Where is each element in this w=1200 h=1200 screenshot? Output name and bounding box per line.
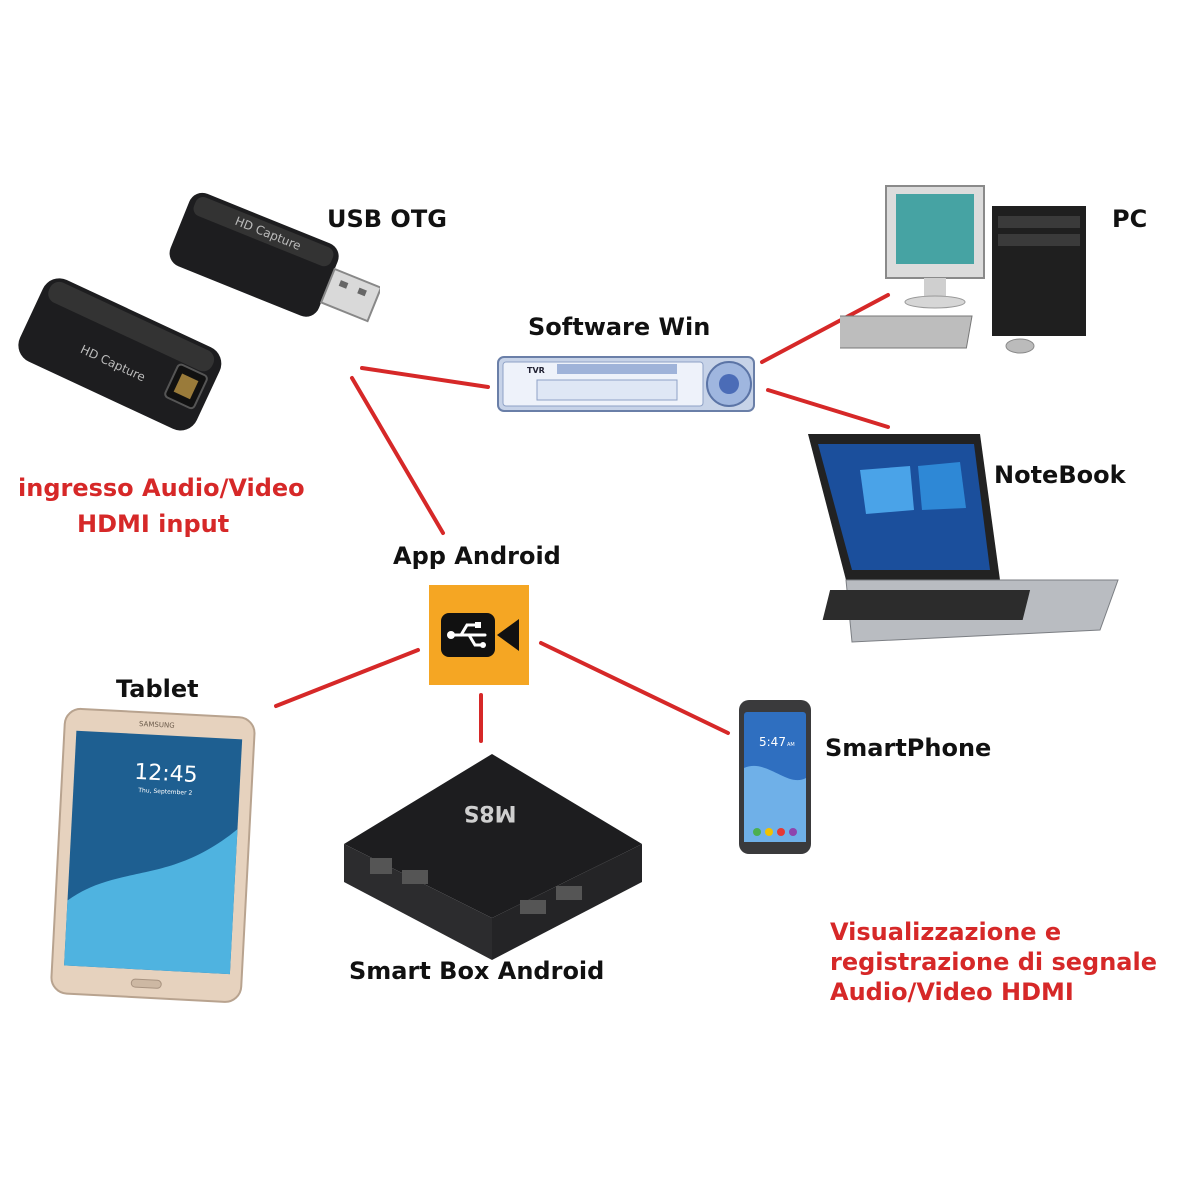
label-pc: PC: [1112, 205, 1148, 233]
label-software-win: Software Win: [528, 313, 711, 341]
pc-computer: [840, 185, 1086, 354]
label-smartphone: SmartPhone: [825, 734, 992, 762]
label-notebook: NoteBook: [994, 461, 1126, 489]
line-software-pc: [760, 293, 890, 364]
hdmi-capture-dongle: HD Capture: [18, 278, 222, 431]
line-dongle-app: [350, 376, 445, 535]
phone-time: 5:47: [759, 735, 786, 749]
box-brand: M8S: [463, 800, 516, 825]
notebook-laptop: [808, 434, 1119, 643]
tablet-date: Thu, September 2: [137, 787, 192, 797]
label-app-android: App Android: [393, 542, 561, 570]
label-usb-otg: USB OTG: [327, 205, 447, 233]
app-android-icon[interactable]: [429, 585, 529, 685]
tablet-time: 12:45: [134, 760, 199, 788]
usb-camera-icon: [441, 613, 519, 657]
tvr-text: TVR: [527, 366, 545, 375]
caption-line2: registrazione di segnale: [830, 948, 1157, 976]
label-smart-box: Smart Box Android: [349, 957, 605, 985]
tablet-brand: SAMSUNG: [139, 720, 175, 730]
smartphone-device: 5:47 AM: [739, 700, 811, 854]
caption-line1: Visualizzazione e: [830, 918, 1062, 946]
label-tablet: Tablet: [116, 675, 199, 703]
software-win-player: TVR: [497, 356, 755, 412]
usb-capture-dongle: HD Capture: [169, 192, 380, 323]
line-app-tablet: [274, 648, 420, 708]
label-ingresso-line1: ingresso Audio/Video: [18, 474, 305, 502]
line-app-smartphone: [539, 641, 730, 735]
caption-line3: Audio/Video HDMI: [830, 978, 1074, 1006]
line-dongle-software: [360, 366, 490, 389]
label-ingresso-line2: HDMI input: [77, 510, 230, 538]
smart-box-device: M8S: [344, 754, 642, 960]
line-software-notebook: [766, 388, 890, 429]
tablet-device: SAMSUNG 12:45 Thu, September 2: [50, 707, 256, 1003]
phone-suffix: AM: [787, 742, 795, 748]
